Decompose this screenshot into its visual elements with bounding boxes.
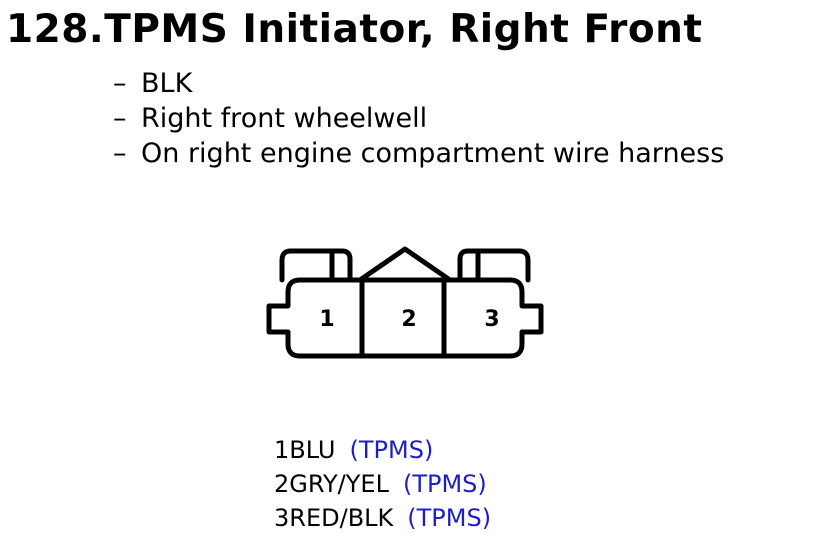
right-latch-tab — [457, 248, 531, 283]
detail-dash: – — [113, 103, 127, 134]
pinout-wire-color: BLU — [289, 436, 336, 464]
detail-text: Right front wheelwell — [141, 103, 428, 134]
pinout-row: 3RED/BLK (TPMS) — [274, 501, 491, 535]
pin-label-1: 1 — [319, 307, 334, 332]
detail-color: –BLK — [113, 66, 724, 101]
pinout-pin-number: 3 — [274, 504, 290, 532]
pinout-list: 1BLU (TPMS) 2GRY/YEL (TPMS) 3RED/BLK (TPMS) — [274, 433, 491, 535]
pinout-wire-color: GRY/YEL — [289, 470, 389, 498]
pin-label-2: 2 — [401, 307, 416, 332]
component-title: 128.TPMS Initiator, Right Front — [6, 7, 703, 52]
detail-harness: –On right engine compartment wire harnes… — [113, 136, 724, 171]
detail-dash: – — [113, 68, 127, 99]
connector-body — [266, 277, 544, 359]
detail-text: On right engine compartment wire harness — [141, 138, 725, 169]
pinout-circuit: (TPMS) — [402, 470, 487, 498]
detail-text: BLK — [141, 68, 193, 99]
pinout-row: 2GRY/YEL (TPMS) — [274, 467, 491, 501]
pinout-row: 1BLU (TPMS) — [274, 433, 491, 467]
pinout-pin-number: 2 — [274, 470, 290, 498]
detail-dash: – — [113, 138, 127, 169]
pinout-circuit: (TPMS) — [349, 436, 434, 464]
pin-label-3: 3 — [484, 307, 499, 332]
pinout-wire-color: RED/BLK — [289, 504, 394, 532]
connector-face-diagram: 1 2 3 — [266, 246, 544, 359]
detail-location: –Right front wheelwell — [113, 101, 724, 136]
pinout-pin-number: 1 — [274, 436, 290, 464]
component-details: –BLK –Right front wheelwell –On right en… — [113, 66, 724, 171]
left-latch-tab — [279, 248, 353, 283]
pinout-circuit: (TPMS) — [407, 504, 492, 532]
center-key-peak — [357, 246, 453, 283]
